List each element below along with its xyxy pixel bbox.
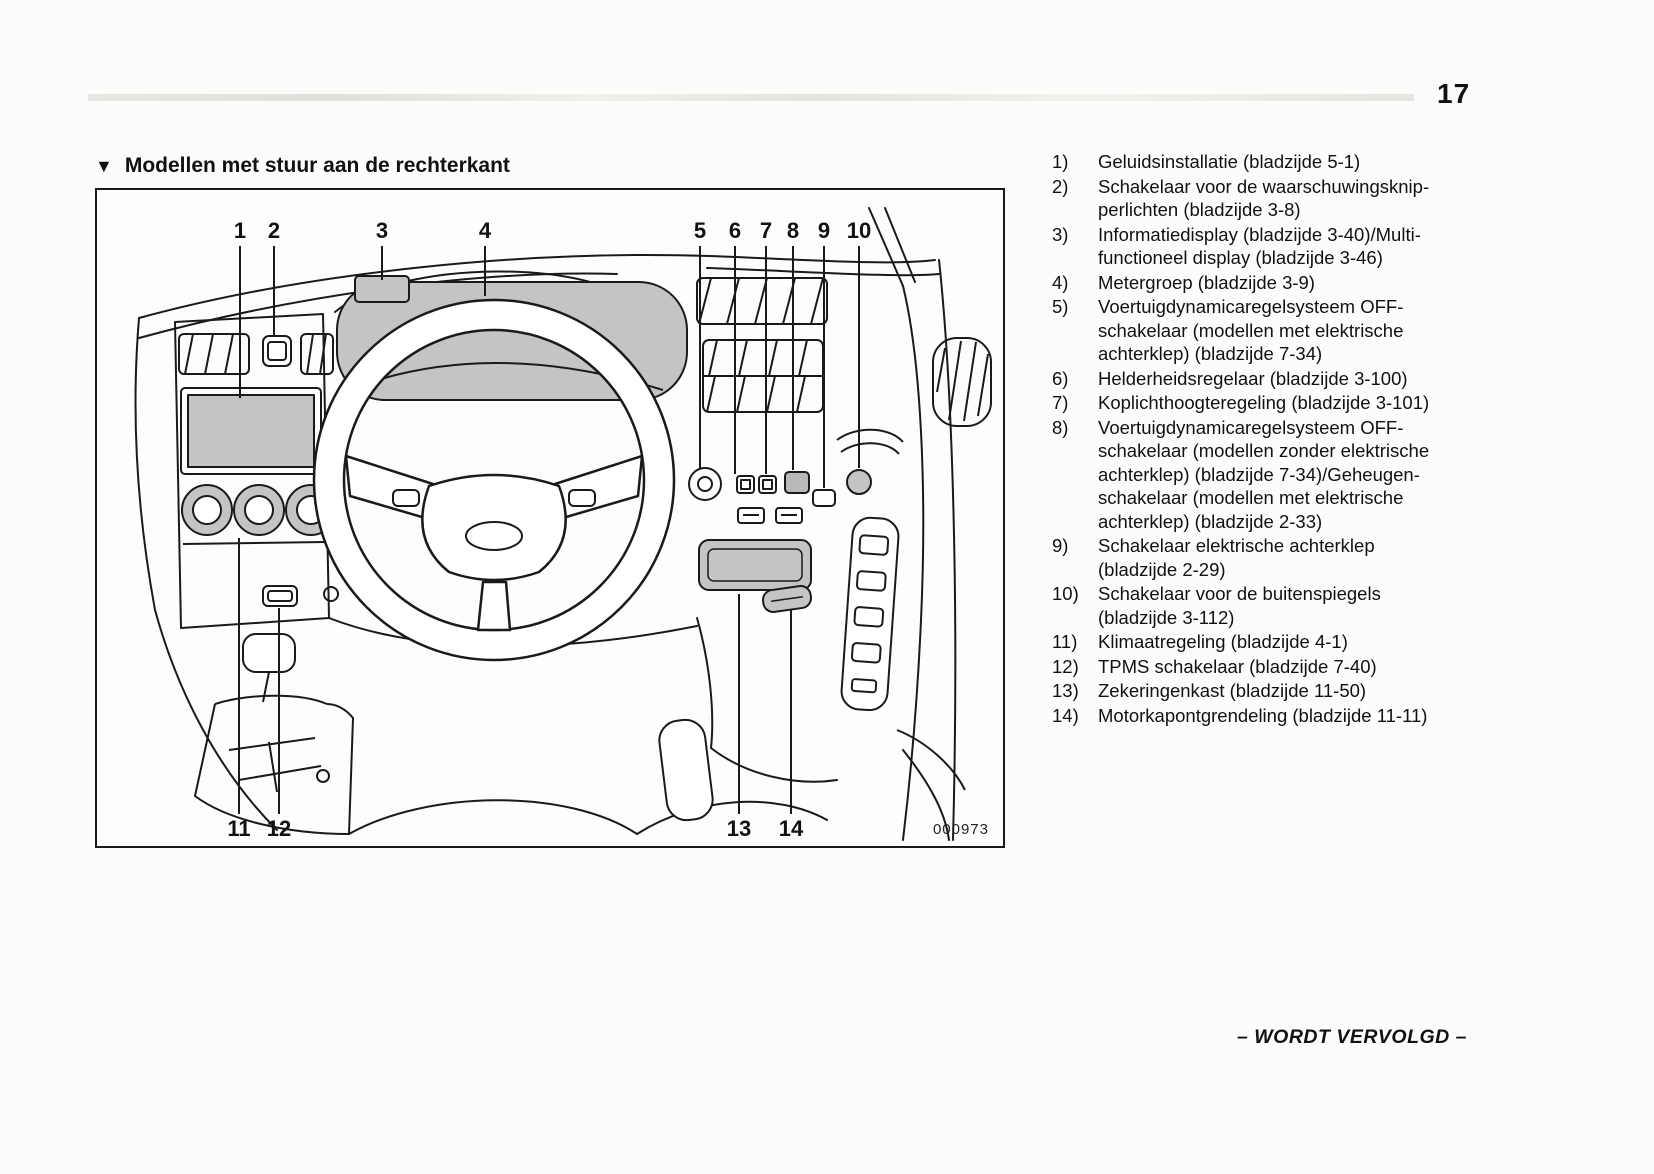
legend-list: 1) Geluidsinstallatie (bladzijde 5-1) 2)… bbox=[1052, 150, 1504, 728]
callout-6: 6 bbox=[728, 218, 742, 243]
section-title: ▼ Modellen met stuur aan de rechterkant bbox=[95, 154, 510, 178]
legend-item-text: Voertuigdynamicaregelsysteem OFF- schake… bbox=[1098, 296, 1404, 364]
legend-item-3: 3) Informatiedisplay (bladzijde 3-40)/Mu… bbox=[1052, 223, 1504, 270]
dashboard-diagram bbox=[134, 207, 992, 841]
scan-artifact-band bbox=[88, 94, 1414, 101]
section-title-text: Modellen met stuur aan de rechterkant bbox=[124, 154, 510, 177]
legend-item-text: TPMS schakelaar (bladzijde 7-40) bbox=[1098, 655, 1377, 677]
legend-item-13: 13) Zekeringenkast (bladzijde 11-50) bbox=[1052, 679, 1504, 703]
pedal bbox=[658, 718, 714, 822]
callout-14: 14 bbox=[778, 816, 804, 841]
callout-13: 13 bbox=[726, 816, 752, 841]
legend-item-1: 1) Geluidsinstallatie (bladzijde 5-1) bbox=[1052, 150, 1504, 174]
legend-item-5: 5) Voertuigdynamicaregelsysteem OFF- sch… bbox=[1052, 295, 1504, 366]
legend-item-10: 10) Schakelaar voor de buitenspiegels (b… bbox=[1052, 582, 1504, 629]
legend-item-text: Zekeringenkast (bladzijde 11-50) bbox=[1098, 680, 1367, 701]
legend-item-8: 8) Voertuigdynamicaregelsysteem OFF- sch… bbox=[1052, 416, 1504, 534]
callout-9: 9 bbox=[817, 218, 831, 243]
legend-item-number: 1) bbox=[1052, 151, 1069, 172]
legend-item-number: 11) bbox=[1052, 631, 1078, 652]
section-marker-icon: ▼ bbox=[95, 156, 113, 176]
legend-item-2: 2) Schakelaar voor de waarschuwingsknip-… bbox=[1052, 175, 1504, 222]
right-air-vents bbox=[696, 277, 828, 413]
callout-7: 7 bbox=[759, 218, 773, 243]
legend-item-number: 7) bbox=[1052, 392, 1069, 413]
legend-item-text: Voertuigdynamicaregelsysteem OFF- schake… bbox=[1098, 416, 1430, 532]
callout-1: 1 bbox=[233, 218, 247, 243]
legend-item-7: 7) Koplichthoogteregeling (bladzijde 3-1… bbox=[1052, 391, 1504, 415]
legend-item-text: Informatiedisplay (bladzijde 3-40)/Multi… bbox=[1098, 223, 1421, 269]
fuse-box-cover bbox=[698, 539, 812, 591]
legend-item-number: 3) bbox=[1052, 223, 1069, 245]
legend-item-11: 11) Klimaatregeling (bladzijde 4-1) bbox=[1052, 630, 1504, 654]
figure-code: 000973 bbox=[932, 821, 989, 838]
steering-wheel bbox=[312, 298, 676, 662]
legend-item-text: Geluidsinstallatie (bladzijde 5-1) bbox=[1098, 151, 1361, 172]
callout-3: 3 bbox=[375, 218, 389, 243]
legend-item-14: 14) Motorkapontgrendeling (bladzijde 11-… bbox=[1052, 704, 1504, 728]
legend-item-number: 6) bbox=[1052, 367, 1069, 389]
legend-item-number: 2) bbox=[1052, 175, 1069, 197]
page-number: 17 bbox=[1437, 78, 1471, 109]
callout-4: 4 bbox=[478, 218, 492, 243]
legend-item-number: 8) bbox=[1052, 416, 1069, 438]
legend-item-text: Koplichthoogteregeling (bladzijde 3-101) bbox=[1098, 392, 1430, 413]
hood-release-handle bbox=[761, 585, 813, 613]
door-panel bbox=[836, 337, 992, 791]
callout-10: 10 bbox=[846, 218, 872, 243]
callout-8: 8 bbox=[786, 218, 800, 243]
callout-5: 5 bbox=[693, 218, 707, 243]
legend-item-number: 14) bbox=[1052, 704, 1079, 726]
legend-item-text: Motorkapontgrendeling (bladzijde 11-11) bbox=[1098, 704, 1428, 726]
legend-item-text: Klimaatregeling (bladzijde 4-1) bbox=[1098, 631, 1348, 652]
legend-item-text: Metergroep (bladzijde 3-9) bbox=[1098, 271, 1315, 293]
legend-item-text: Schakelaar elektrische achterklep (bladz… bbox=[1098, 535, 1375, 580]
legend-item-text: Helderheidsregelaar (bladzijde 3-100) bbox=[1098, 367, 1408, 389]
continuation-note: – WORDT VERVOLGD – bbox=[1237, 1026, 1468, 1048]
switch-cluster bbox=[688, 467, 836, 524]
legend-item-number: 4) bbox=[1052, 271, 1069, 293]
legend-item-text: Schakelaar voor de waarschuwingsknip- pe… bbox=[1098, 175, 1430, 221]
legend-item-number: 12) bbox=[1052, 655, 1079, 677]
legend-item-number: 13) bbox=[1052, 680, 1079, 701]
legend-item-4: 4) Metergroep (bladzijde 3-9) bbox=[1052, 271, 1504, 295]
gear-shifter bbox=[194, 633, 354, 835]
legend-item-number: 9) bbox=[1052, 535, 1069, 556]
legend-item-9: 9) Schakelaar elektrische achterklep (bl… bbox=[1052, 534, 1504, 581]
legend-item-12: 12) TPMS schakelaar (bladzijde 7-40) bbox=[1052, 655, 1504, 679]
callout-11: 11 bbox=[227, 816, 251, 841]
legend-item-number: 5) bbox=[1052, 296, 1069, 317]
dashboard-figure: 1 2 3 4 5 6 7 8 9 10 11 12 13 14 000973 bbox=[95, 188, 1005, 848]
legend-item-text: Schakelaar voor de buitenspiegels (bladz… bbox=[1098, 583, 1381, 628]
legend-item-6: 6) Helderheidsregelaar (bladzijde 3-100) bbox=[1052, 367, 1504, 391]
callout-2: 2 bbox=[267, 218, 281, 243]
callout-leader-lines bbox=[238, 246, 860, 814]
legend-item-number: 10) bbox=[1052, 583, 1079, 604]
callout-12: 12 bbox=[266, 816, 292, 841]
